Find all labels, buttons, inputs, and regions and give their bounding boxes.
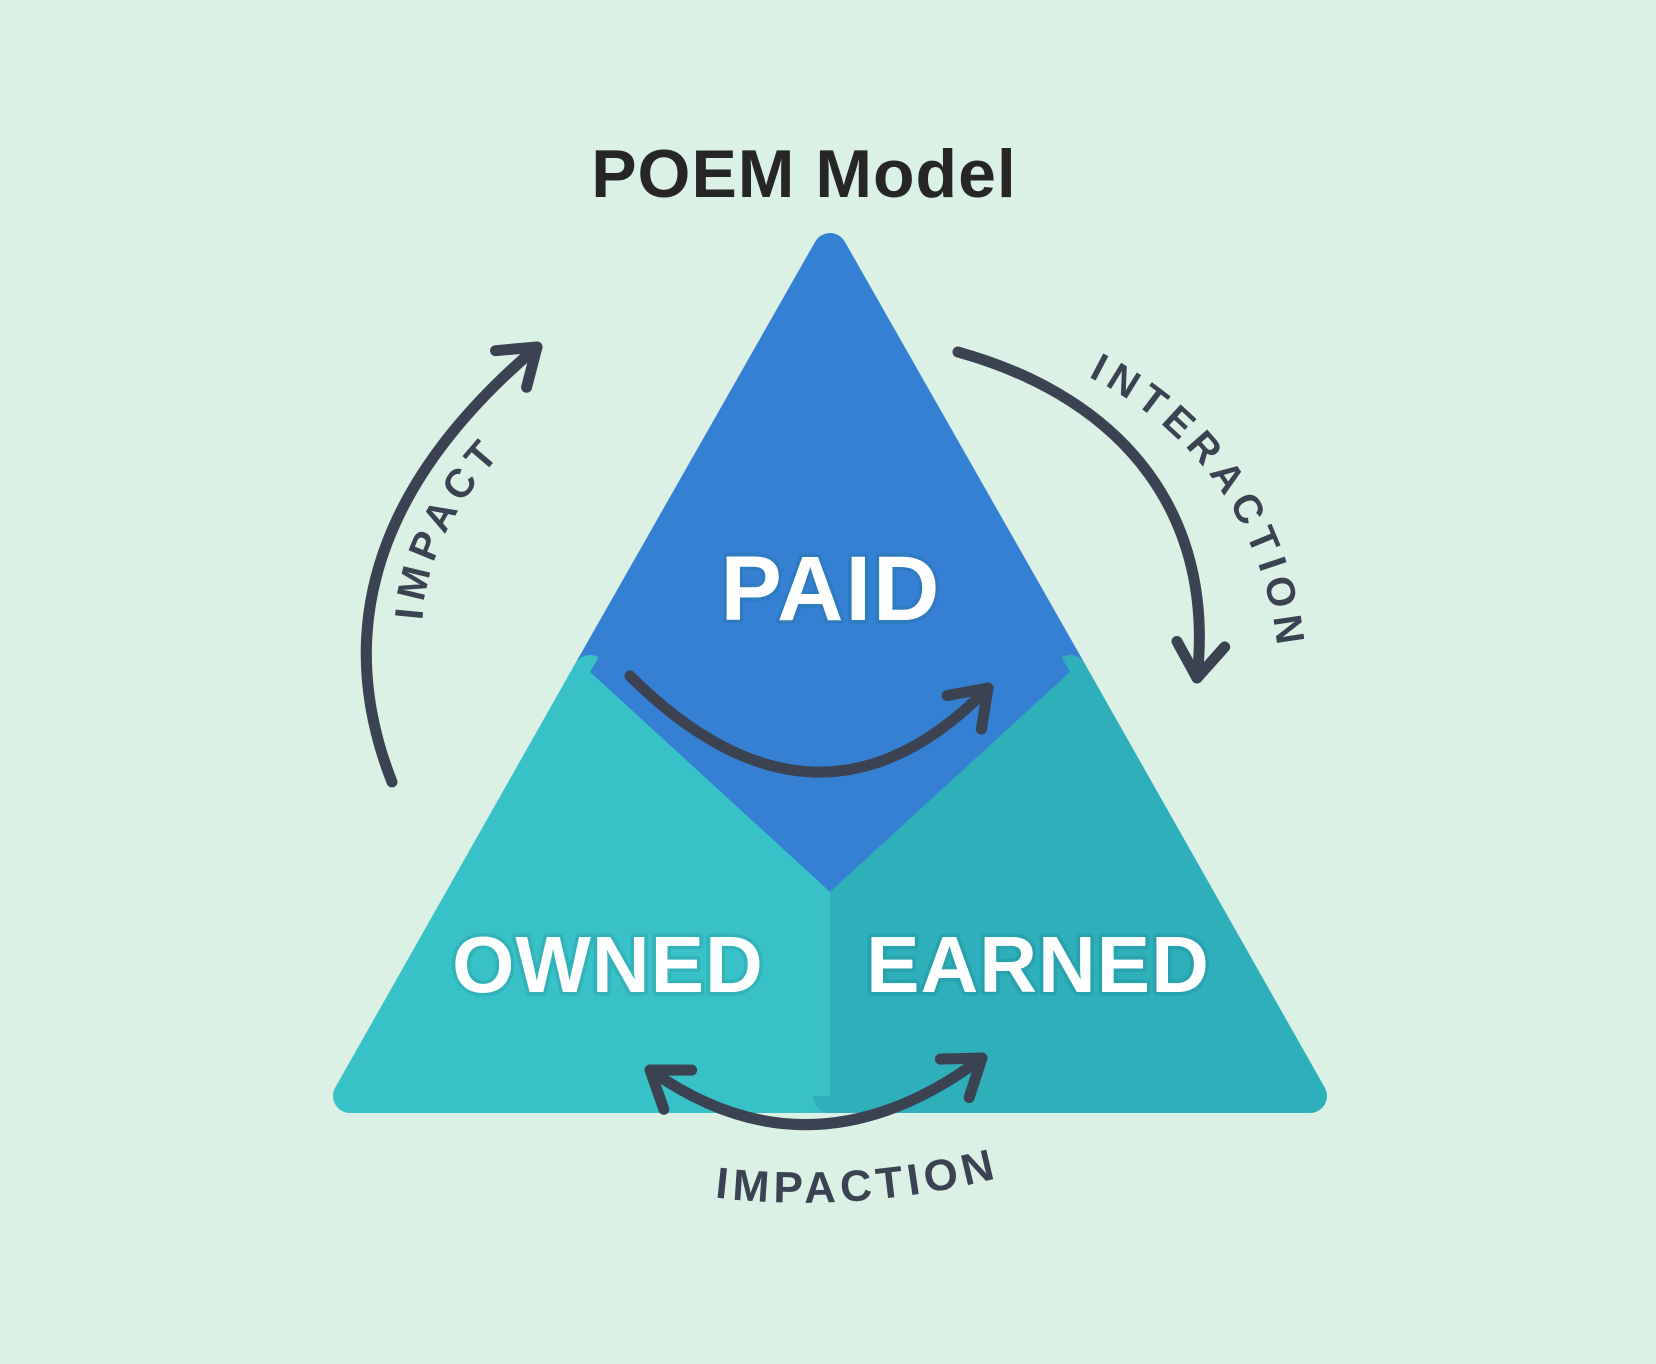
page-title: POEM Model (591, 136, 1017, 212)
impact-curved-arrow-icon (360, 341, 543, 788)
earned-label: EARNED (866, 920, 1210, 1009)
earned-region (830, 672, 1310, 1096)
owned-region (350, 672, 830, 1096)
paid-inner-curved-arrow-icon (624, 670, 994, 778)
impaction-double-arrow-icon (644, 1052, 988, 1130)
owned-label: OWNED (452, 920, 764, 1009)
interaction-curved-arrow-icon (952, 346, 1231, 684)
paid-label: PAID (721, 538, 942, 640)
